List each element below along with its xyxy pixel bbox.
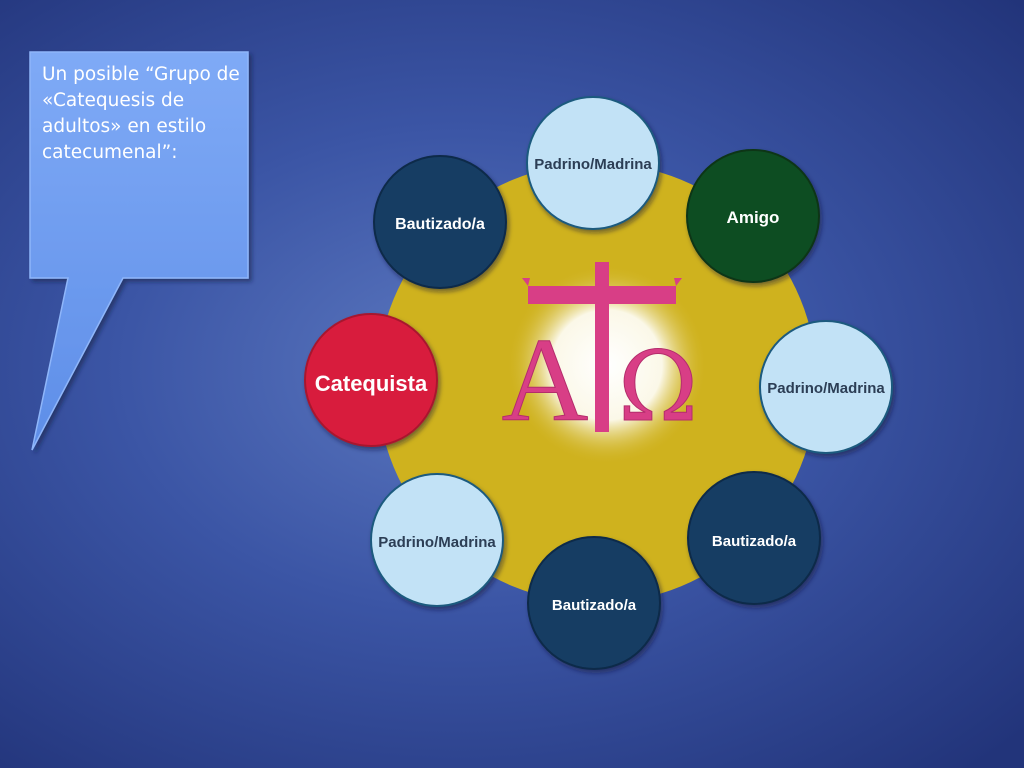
node-lower-right-label: Bautizado/a [712,533,797,550]
svg-text:Ω: Ω [618,331,698,443]
node-lower-right [687,471,821,605]
speech-bubble-shape [29,51,249,451]
node-left [304,313,438,447]
node-lower-left [370,473,504,607]
node-right [759,320,893,454]
callout-text: Un posible “Grupo de «Catequesis de adul… [42,64,240,163]
node-bottom-label: Bautizado/a [552,597,637,614]
node-upper-left [373,155,507,289]
node-upper-right-label: Amigo [727,208,780,227]
node-bottom [527,536,661,670]
node-top [526,96,660,230]
alpha-omega-cross-logo: A Ω [501,262,707,465]
node-right-label: Padrino/Madrina [767,380,885,397]
node-upper-right [686,149,820,283]
node-top-label: Padrino/Madrina [534,156,652,173]
node-lower-left-label: Padrino/Madrina [378,534,496,551]
node-upper-left-label: Bautizado/a [395,216,485,233]
node-left-label: Catequista [315,371,428,396]
svg-text:A: A [502,313,589,446]
